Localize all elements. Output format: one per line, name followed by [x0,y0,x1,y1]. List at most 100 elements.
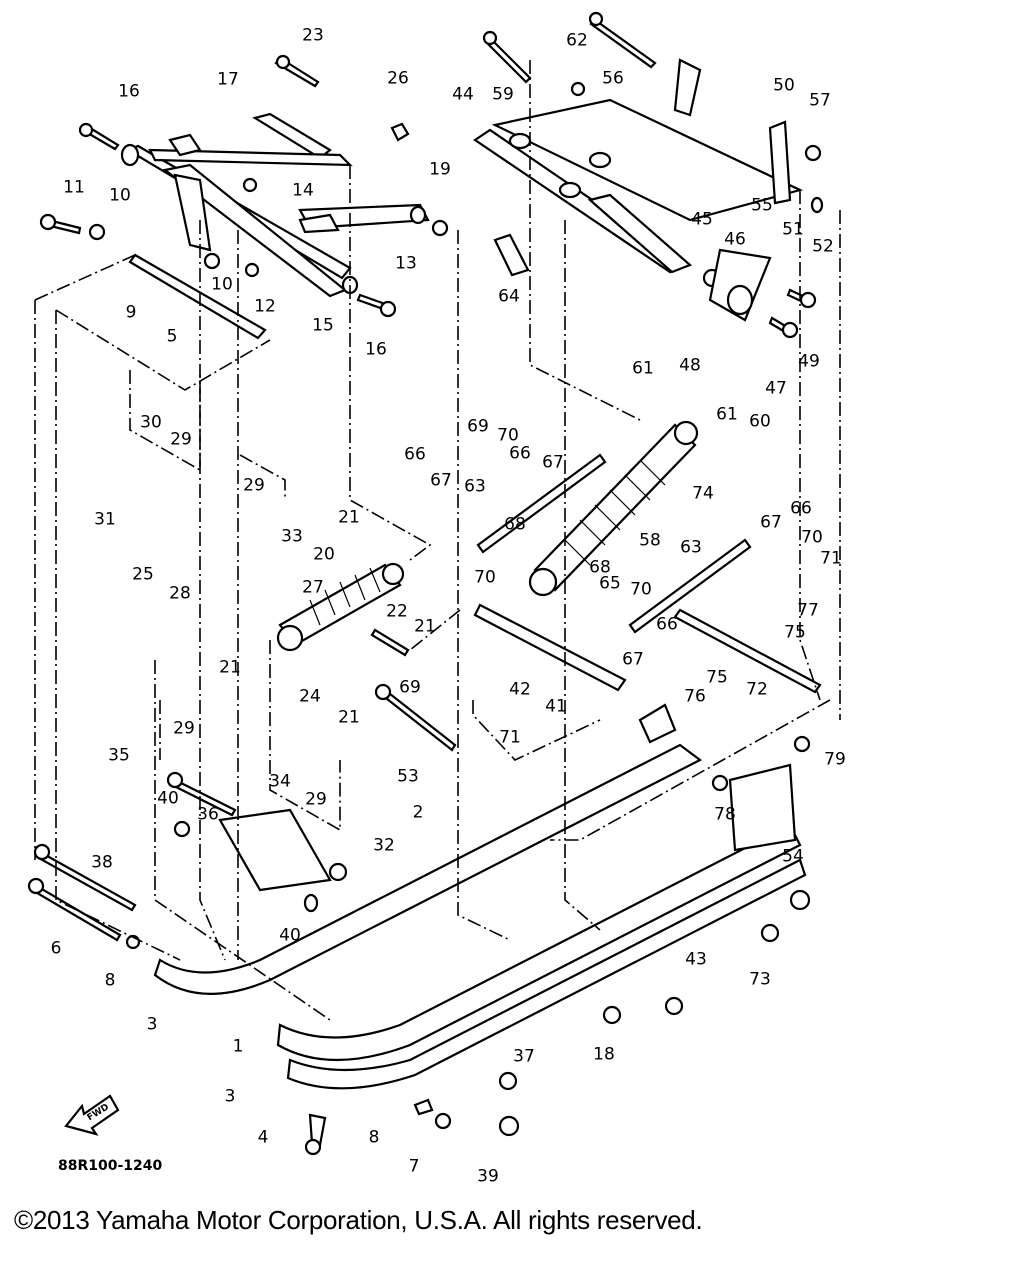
part-callout: 75 [784,622,806,643]
part-callout: 24 [299,686,321,707]
part-callout: 68 [504,514,526,535]
part-callout: 15 [312,315,334,336]
part-callout: 21 [414,616,436,637]
part-callout: 22 [386,601,408,622]
part-callout: 2 [412,802,424,823]
part-callout: 77 [797,600,819,621]
part-callout: 27 [302,577,324,598]
part-callout: 71 [499,727,521,748]
part-callout: 69 [399,677,421,698]
part-callout: 31 [94,509,116,530]
part-callout: 10 [211,274,233,295]
part-callout: 28 [169,583,191,604]
part-callout: 3 [146,1014,158,1035]
rods [370,453,822,752]
part-callout: 37 [513,1046,535,1067]
part-callout: 36 [197,804,219,825]
part-callout: 7 [408,1156,420,1177]
part-callout: 44 [452,84,474,105]
part-callout: 54 [782,846,804,867]
part-callout: 8 [104,970,116,991]
part-callout: 35 [108,745,130,766]
part-callout: 12 [254,296,276,317]
part-callout: 16 [365,339,387,360]
part-callout: 46 [724,229,746,250]
part-callout: 14 [292,180,314,201]
part-callout: 66 [509,443,531,464]
part-callout: 59 [492,84,514,105]
part-callout: 40 [157,788,179,809]
part-callout: 64 [498,286,520,307]
part-callout: 51 [782,219,804,240]
part-callout: 66 [790,498,812,519]
part-callout: 19 [429,159,451,180]
part-callout: 78 [714,804,736,825]
part-callout: 56 [602,68,624,89]
rear-arm-assembly [473,58,804,322]
rear-shock-absorber [528,420,699,597]
part-callout: 61 [716,404,738,425]
part-callout: 32 [373,835,395,856]
part-callout: 69 [467,416,489,437]
diagram-reference-code: 88R100-1240 [58,1158,163,1174]
part-callout: 68 [589,557,611,578]
part-callout: 42 [509,679,531,700]
part-callout: 62 [566,30,588,51]
hardware [39,11,824,339]
part-callout: 1 [232,1036,244,1057]
part-callout: 70 [801,527,823,548]
part-callout: 29 [243,475,265,496]
part-callout: 67 [622,649,644,670]
part-callout: 41 [545,696,567,717]
part-callout: 10 [109,185,131,206]
part-callout: 55 [751,195,773,216]
part-callout: 53 [397,766,419,787]
part-callout: 61 [632,358,654,379]
part-callout: 21 [338,707,360,728]
part-callout: 60 [749,411,771,432]
part-callout: 45 [691,209,713,230]
part-callout: 21 [338,507,360,528]
part-callout: 29 [305,789,327,810]
part-callout: 8 [368,1127,380,1148]
part-callout: 73 [749,969,771,990]
part-callout: 75 [706,667,728,688]
part-callout: 38 [91,852,113,873]
part-callout: 43 [685,949,707,970]
part-callout: 13 [395,253,417,274]
part-callout: 21 [219,657,241,678]
part-callout: 34 [269,771,291,792]
fwd-arrow-icon: FWD [64,1094,120,1136]
part-callout: 58 [639,530,661,551]
part-callout: 48 [679,355,701,376]
part-callout: 74 [692,483,714,504]
front-arm-assembly [120,112,430,340]
part-callout: 70 [497,425,519,446]
part-callout: 52 [812,236,834,257]
part-callout: 30 [140,412,162,433]
part-callout: 17 [217,69,239,90]
part-callout: 71 [820,548,842,569]
part-callout: 20 [313,544,335,565]
part-callout: 26 [387,68,409,89]
part-callout: 29 [170,429,192,450]
part-callout: 72 [746,679,768,700]
part-callout: 50 [773,75,795,96]
part-callout: 63 [464,476,486,497]
part-callout: 47 [765,378,787,399]
part-callout: 3 [224,1086,236,1107]
part-callout: 63 [680,537,702,558]
part-callout: 67 [430,470,452,491]
part-callout: 4 [257,1127,269,1148]
part-callout: 5 [166,326,178,347]
part-callout: 57 [809,90,831,111]
assembly-lines [34,60,841,1021]
part-callout: 67 [760,512,782,533]
slide-rails [153,703,807,1090]
part-callout: 70 [474,567,496,588]
part-callout: 9 [125,302,137,323]
part-callout: 6 [50,938,62,959]
copyright-notice: ©2013 Yamaha Motor Corporation, U.S.A. A… [14,1205,703,1235]
part-callout: 25 [132,564,154,585]
part-callout: 67 [542,452,564,473]
